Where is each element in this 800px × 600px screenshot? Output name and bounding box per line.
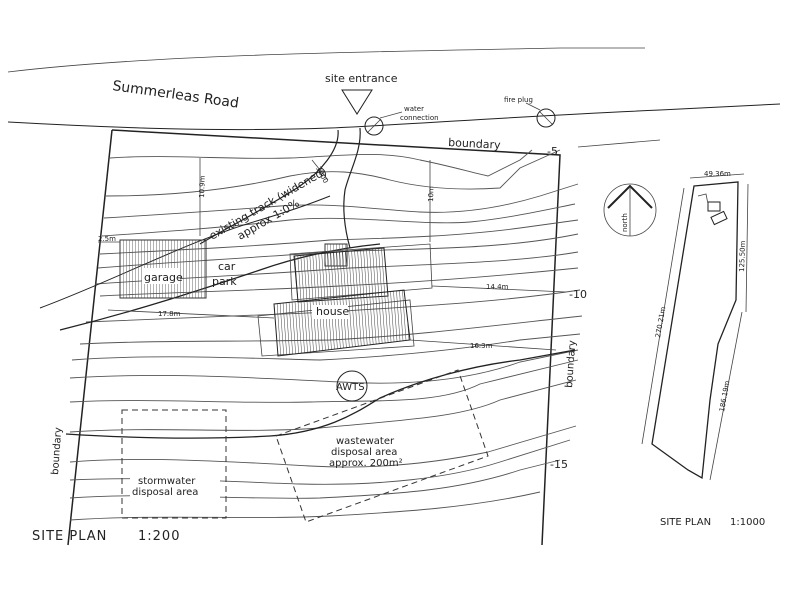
- contour-label-minus-15: -15: [550, 458, 568, 471]
- house: house 17.8m 14.4m 16.3m: [107, 243, 567, 357]
- dimension-10-9m: 10.9m: [198, 175, 207, 198]
- boundary-left-label: boundary: [50, 427, 64, 475]
- contour-label-minus-5: -5: [547, 145, 558, 158]
- fire-plug-icon: [536, 108, 556, 128]
- summerleas-road: Summerleas Road: [7, 47, 781, 131]
- main-plan-title: SITE PLAN: [32, 529, 107, 544]
- boundary-top-label: boundary: [448, 136, 502, 152]
- inset-dimension-lower: 186.19m: [718, 380, 731, 412]
- wastewater-label-3: approx. 200m²: [329, 458, 403, 469]
- dimension-2-5m: 2.5m: [98, 235, 116, 243]
- north-arrow: north: [603, 183, 657, 237]
- contour-lines: [69, 149, 583, 521]
- inset-plan-scale: 1:1000: [730, 517, 765, 528]
- stormwater-disposal-area: stormwater disposal area: [121, 409, 227, 519]
- dimension-10m: 10m: [427, 186, 436, 202]
- awts: AWTS: [336, 370, 368, 402]
- inset-dimension-top: 49.36m: [704, 170, 731, 178]
- dimension-14-4m: 14.4m: [486, 283, 509, 291]
- stormwater-label-1: stormwater: [138, 476, 196, 487]
- property-boundary: boundary boundary boundary: [50, 129, 578, 546]
- site-entrance: site entrance: [325, 72, 398, 115]
- wastewater-label-1: wastewater: [336, 436, 395, 447]
- awts-icon: [336, 370, 368, 402]
- site-entrance-label: site entrance: [325, 72, 398, 85]
- car-park-label-1: car: [218, 260, 236, 273]
- fire-plug: fire plug: [504, 96, 556, 128]
- awts-label: AWTS: [336, 382, 365, 393]
- garage-label: garage: [144, 271, 183, 284]
- inset-plan-title: SITE PLAN: [660, 517, 711, 528]
- wastewater-label-2: disposal area: [331, 447, 397, 458]
- car-park-label-2: park: [212, 275, 237, 288]
- wastewater-disposal-area: wastewater disposal area approx. 200m²: [275, 369, 489, 523]
- dimension-16-3m: 16.3m: [470, 342, 493, 350]
- contour-label-minus-10: -10: [569, 288, 587, 301]
- inset-dimension-left: 270.21m: [654, 306, 667, 338]
- car-park: car park: [212, 260, 237, 288]
- water-connection: water connection: [364, 105, 439, 136]
- main-plan-scale: 1:200: [138, 529, 180, 544]
- water-connection-label-1: water: [404, 105, 424, 113]
- water-connection-icon: [364, 116, 384, 136]
- north-label: north: [621, 213, 629, 232]
- fire-plug-label: fire plug: [504, 96, 533, 104]
- dimension-17-8m: 17.8m: [158, 310, 181, 318]
- house-label: house: [316, 305, 349, 318]
- inset-dimension-right: 125.50m: [738, 240, 747, 272]
- garage: garage 2.5m: [98, 235, 207, 299]
- water-connection-label-2: connection: [400, 114, 439, 122]
- road-name: Summerleas Road: [111, 78, 239, 112]
- stormwater-label-2: disposal area: [132, 487, 198, 498]
- inset-site-plan: 49.36m 125.50m 270.21m 186.19m: [641, 170, 749, 481]
- north-arrow-icon: [607, 184, 653, 209]
- entrance-triangle-icon: [341, 89, 373, 115]
